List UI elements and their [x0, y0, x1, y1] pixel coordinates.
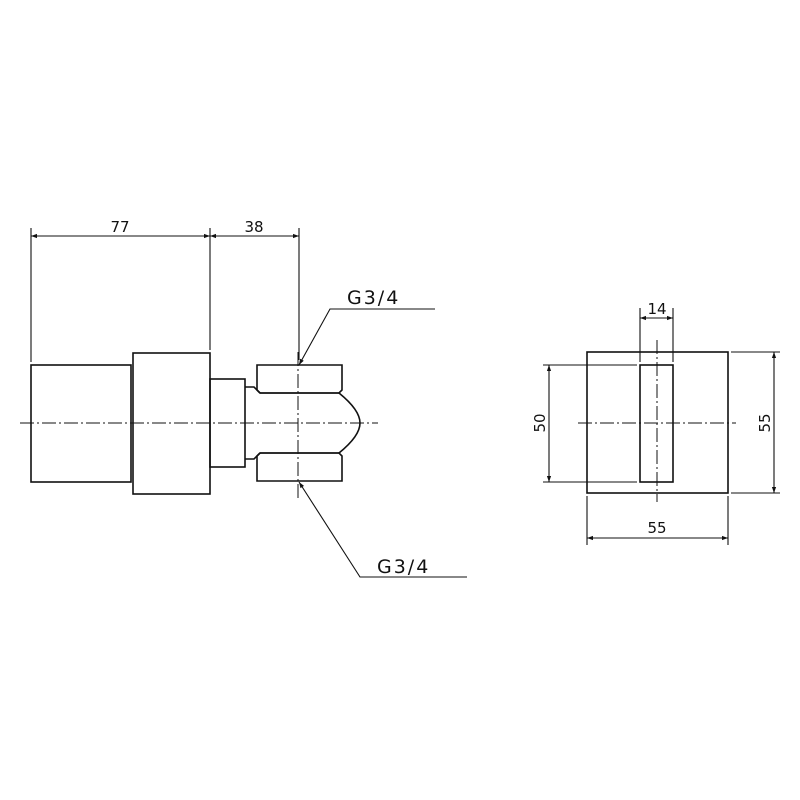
- leader-line-bottom: [298, 481, 467, 578]
- dimension-label-55-horizontal: 55: [647, 519, 666, 537]
- nut-lower-flat: [256, 452, 343, 482]
- dimension-label-50: 50: [531, 413, 549, 432]
- thread-callout-top: G3/4: [347, 287, 400, 309]
- dimension-label-77: 77: [110, 218, 129, 236]
- thread-callout-bottom: G3/4: [377, 556, 430, 578]
- front-view: 14 50 55 55: [531, 300, 780, 545]
- nut-upper-flat: [256, 364, 343, 394]
- leader-line-top: [298, 308, 435, 366]
- dimension-label-38: 38: [244, 218, 263, 236]
- dimension-label-14: 14: [647, 300, 666, 318]
- dimension-label-55-vertical: 55: [756, 413, 774, 432]
- side-view: 77 38 G3/4: [20, 218, 467, 578]
